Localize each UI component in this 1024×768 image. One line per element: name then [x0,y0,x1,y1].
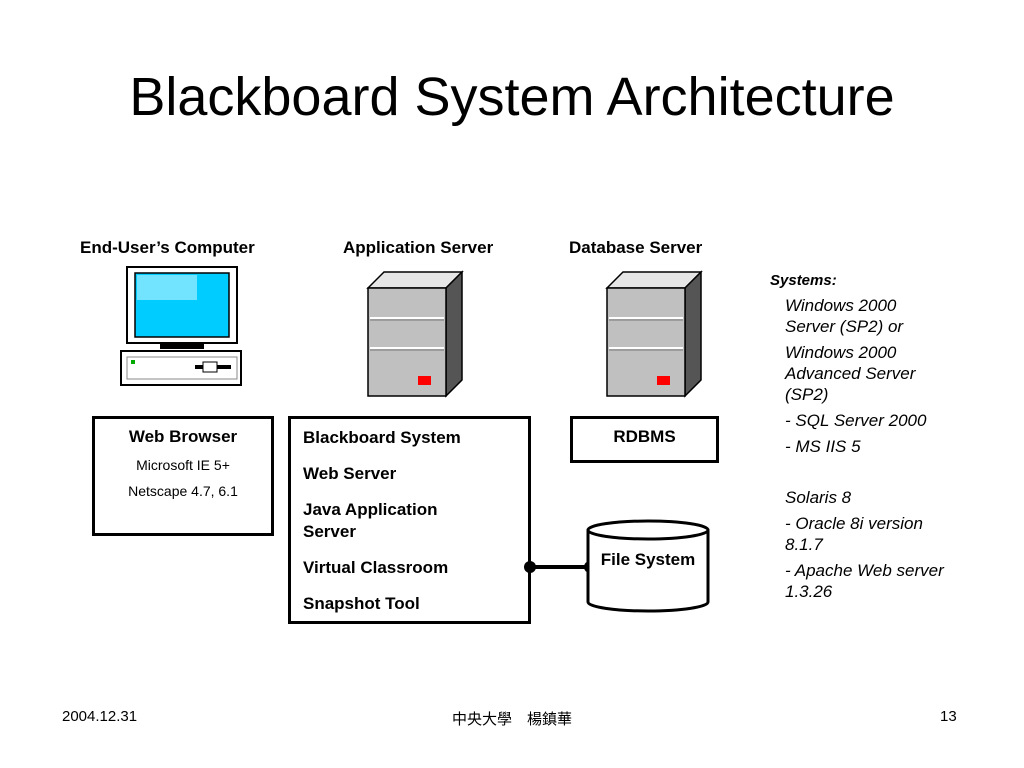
web-browser-heading: Web Browser [128,427,238,446]
footer-author: 中央大學 楊鎮華 [451,710,572,728]
systems-item: - MS IIS 5 [785,437,861,456]
component-item: Snapshot Tool [303,594,420,613]
rdbms-label: RDBMS [613,427,676,446]
systems-item: - Oracle 8i version 8.1.7 [785,514,923,554]
systems-item: - Apache Web server 1.3.26 [785,561,944,601]
browser-item: Netscape 4.7, 6.1 [128,483,238,499]
systems-list: Systems: Windows 2000 Server (SP2) or Wi… [770,270,1000,607]
database-server-icon [605,270,703,398]
app-server-heading: Application Server [343,238,494,257]
component-item: Java Application Server [303,500,438,541]
database-cylinder-icon [586,530,710,613]
footer-page-number: 13 [940,708,957,725]
systems-item: Windows 2000 Advanced Server (SP2) [785,343,916,404]
systems-item: Windows 2000 Server (SP2) or [785,296,904,336]
footer-date: 2004.12.31 [62,708,138,725]
slide-title: Blackboard System Architecture [129,67,895,127]
web-browser-box: Web Browser Microsoft IE 5+ Netscape 4.7… [92,416,274,536]
browser-item: Microsoft IE 5+ [136,457,230,473]
file-system-connector [524,519,710,613]
rdbms-box: RDBMS [570,416,719,463]
server-led-icon [418,376,431,385]
application-server-icon [366,270,464,398]
blackboard-system-box: Blackboard System Web Server Java Applic… [288,416,531,624]
computer-icon [120,266,242,386]
file-system-label: File System [600,550,696,569]
component-item: Web Server [303,464,397,483]
systems-item: Solaris 8 [785,488,852,507]
systems-item: - SQL Server 2000 [785,411,927,430]
server-led-icon [657,376,670,385]
systems-heading: Systems: [770,272,837,289]
end-user-heading: End-User’s Computer [80,238,255,257]
component-item: Blackboard System [303,428,461,447]
connector-dot [524,561,536,573]
component-item: Virtual Classroom [303,558,449,577]
db-server-heading: Database Server [569,238,703,257]
